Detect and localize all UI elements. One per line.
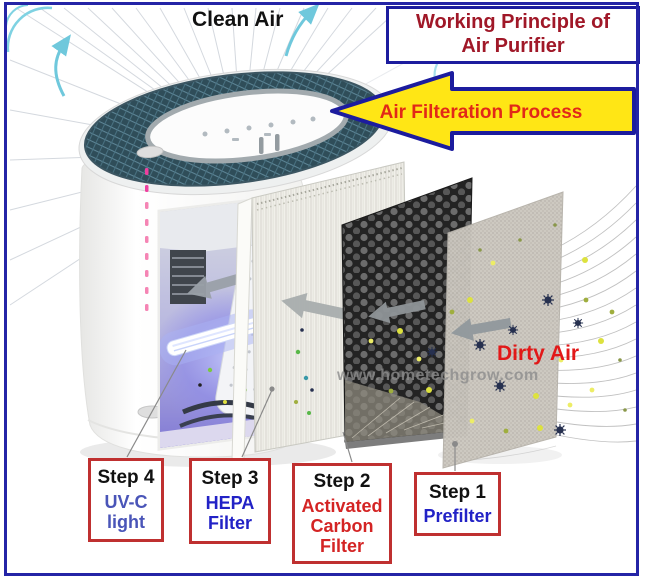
prefilter-panel (442, 191, 564, 469)
step-3-box: Step 3 HEPA Filter (189, 458, 271, 544)
fine-particles (294, 328, 314, 415)
dirty-air-label: Dirty Air (497, 342, 580, 365)
title-line-2: Air Purifier (461, 35, 565, 57)
step-1-title: Step 1 (428, 481, 487, 503)
step-1-name: Prefilter (423, 506, 492, 527)
clean-air-label: Clean Air (192, 8, 284, 31)
step-4-name: UV-C light (104, 492, 148, 533)
step-1-box: Step 1 Prefilter (414, 472, 501, 536)
step-2-box: Step 2 Activated Carbon Filter (292, 463, 392, 564)
step-2-name: Activated Carbon Filter (301, 495, 383, 556)
step-4-title: Step 4 (97, 467, 155, 489)
step-leader-lines (126, 349, 459, 471)
title-line-1: Working Principle of (415, 11, 611, 34)
step-2-title: Step 2 (313, 470, 371, 492)
process-banner: Air Filteration Process (330, 71, 636, 151)
watermark: www.hometechgrow.com (337, 367, 539, 384)
process-banner-label: Air Filteration Process (380, 102, 583, 123)
step-4-box: Step 4 UV-C light (88, 458, 164, 542)
step-3-name: HEPA Filter (205, 493, 255, 534)
control-panel-buttons (202, 116, 316, 141)
step-3-title: Step 3 (201, 468, 259, 490)
title-box: Working Principle of Air Purifier (386, 6, 640, 64)
led-strip (145, 168, 149, 311)
dirty-air-particles (368, 223, 627, 437)
body-hole-top (136, 145, 164, 159)
